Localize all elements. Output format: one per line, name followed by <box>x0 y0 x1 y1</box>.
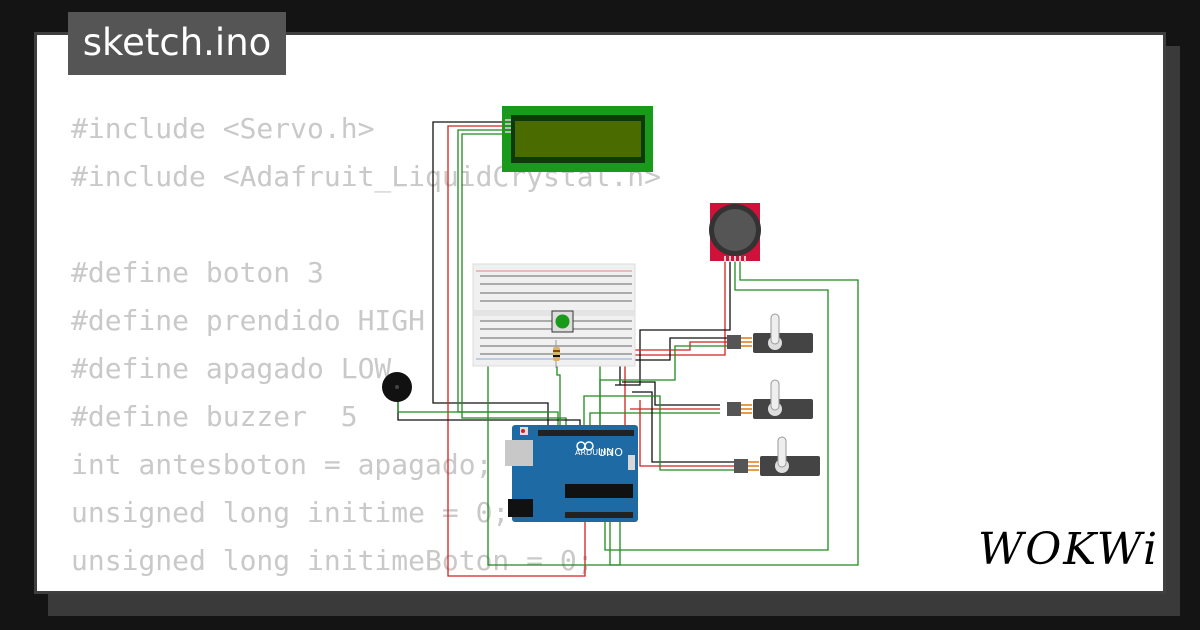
wire-servo2-black <box>622 381 720 406</box>
wire-servo3-black <box>632 391 735 463</box>
wire-servo3-green <box>583 395 735 471</box>
servo-1 <box>727 313 813 353</box>
code-line: #define apagado LOW <box>71 352 392 385</box>
resistor <box>553 340 560 368</box>
code-line: #include <Adafruit_LiquidCrystal.h> <box>71 160 662 193</box>
pushbutton <box>551 310 574 333</box>
code-line: #include <Servo.h> <box>71 112 375 145</box>
wire-red-lcd <box>447 125 586 577</box>
joystick <box>709 203 761 262</box>
buzzer <box>382 372 412 402</box>
wire-servo1-black <box>619 337 730 385</box>
file-title-tab[interactable]: sketch.ino <box>68 12 286 75</box>
wire-servo2-green <box>589 412 720 428</box>
wire-joy-green-1 <box>604 262 829 551</box>
wire-buzzer-black <box>397 388 581 428</box>
wire-joy-green-2 <box>609 262 859 566</box>
wire-green-lcd-2 <box>461 133 567 428</box>
servo-2 <box>727 379 813 419</box>
servo-3 <box>734 436 820 476</box>
code-listing: #include <Servo.h> #include <Adafruit_Liq… <box>71 105 662 591</box>
code-line: unsigned long initimeBoton = 0; <box>71 544 594 577</box>
wire-black-lcd <box>432 121 549 428</box>
board-brand-label: ARDUINO <box>575 448 613 457</box>
arduino-uno-board: ARDUINO UNO <box>505 425 638 522</box>
wire-servo3-red <box>639 400 735 467</box>
board-model-label: UNO <box>598 446 623 459</box>
code-line: unsigned long initime = 0; <box>71 496 510 529</box>
lcd-display <box>502 106 653 172</box>
wire-joy-black <box>615 262 731 386</box>
wire-breadboard-green <box>487 360 621 566</box>
code-line: #define prendido HIGH <box>71 304 426 337</box>
wires <box>397 121 859 577</box>
wokwi-logo: WOKWi <box>978 524 1160 575</box>
code-line: int antesboton = apagado; <box>71 448 493 481</box>
code-line: #define boton 3 <box>71 256 324 289</box>
code-line: #define buzzer 5 <box>71 400 358 433</box>
wire-buzzer-green <box>397 398 548 413</box>
